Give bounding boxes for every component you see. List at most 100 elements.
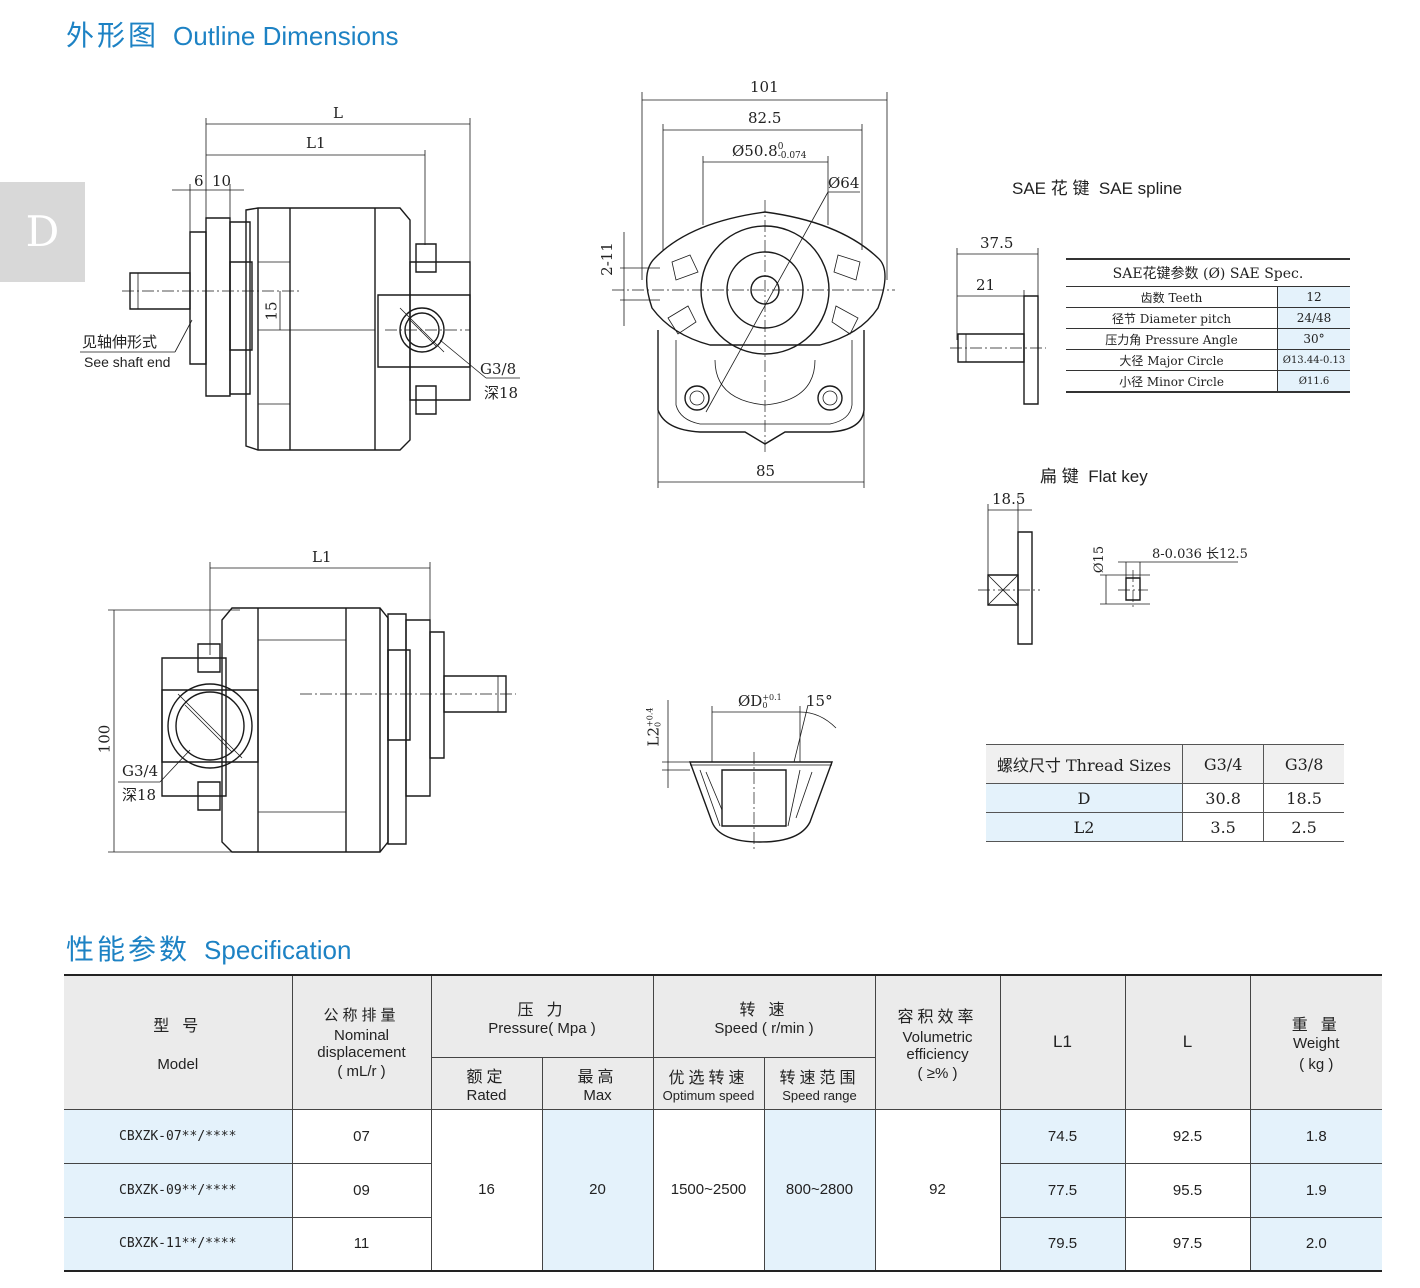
side-view-drawing — [80, 118, 520, 450]
col-weight: 重 量 Weight ( kg ) — [1249, 974, 1382, 1110]
col-opt-zh: 优选转速 — [668, 1067, 749, 1087]
dim-d64: Ø64 — [828, 174, 860, 192]
flat-key-drawing — [978, 504, 1238, 644]
cell-L: 95.5 — [1124, 1162, 1251, 1218]
shaft-end-en: See shaft end — [84, 354, 171, 370]
cell-range: 800~2800 — [763, 1108, 876, 1272]
outline-heading-en: Outline Dimensions — [173, 21, 399, 51]
col-disp-zh: 公称排量 — [323, 1006, 400, 1025]
sae-row-value: Ø13.44-0.13 — [1277, 349, 1350, 371]
col-weight-unit: ( kg ) — [1299, 1056, 1334, 1074]
port-label-g38: G3/8 — [480, 360, 517, 378]
flat-key-title-zh: 扁 键 — [1040, 467, 1079, 486]
dim-6: 6 — [194, 172, 204, 190]
technical-drawings — [0, 0, 1420, 900]
col-L: L — [1124, 974, 1251, 1110]
table-row: CBXZK-11**/**** 11 79.5 97.5 2.0 — [64, 1216, 1382, 1272]
thread-cell: 30.8 — [1181, 783, 1264, 813]
sae-row-label: 径节 Diameter pitch — [1066, 307, 1278, 329]
sae-title: SAE 花 键 SAE spline — [1012, 174, 1182, 199]
thread-cell: 3.5 — [1181, 812, 1264, 842]
col-rated-zh: 额定 — [466, 1066, 507, 1086]
col-pressure-en: Pressure( Mpa ) — [488, 1019, 596, 1037]
col-eff-zh: 容积效率 — [897, 1006, 978, 1026]
col-model: 型 号 Model — [64, 974, 293, 1110]
col-disp-unit: ( mL/r ) — [337, 1063, 386, 1081]
col-weight-zh: 重 量 — [1291, 1015, 1341, 1035]
dim-L1: L1 — [306, 134, 326, 152]
dim-L: L — [333, 104, 343, 122]
thread-row-label: L2 — [986, 812, 1183, 842]
dim-82-5: 82.5 — [748, 109, 782, 127]
shaft-end-zh: 见轴伸形式 — [82, 333, 158, 351]
port-depth-18: 深18 — [484, 384, 519, 402]
dim-d50-tol-top: 0 — [777, 142, 784, 152]
sae-spline-drawing — [950, 248, 1046, 404]
cell-L1: 74.5 — [999, 1108, 1126, 1164]
cell-disp: 11 — [291, 1216, 432, 1272]
dim-od-tol-top: +0.1 — [762, 693, 782, 702]
col-disp-en: Nominal displacement — [317, 1027, 406, 1062]
col-rated-en: Rated — [466, 1086, 507, 1104]
section-tab[interactable]: D — [0, 182, 85, 282]
sae-row-label: 小径 Minor Circle — [1066, 370, 1278, 393]
cell-weight: 2.0 — [1249, 1216, 1382, 1272]
thread-header-g38: G3/8 — [1263, 744, 1344, 784]
dim-od-tol-bot: 0 — [762, 701, 768, 710]
col-range-en: Speed range — [782, 1087, 857, 1103]
sae-row-value: 30° — [1277, 328, 1350, 350]
table-row: D 30.8 18.5 — [986, 783, 1344, 813]
thread-row-label: D — [986, 783, 1183, 813]
col-eff-en: Volumetric efficiency — [902, 1028, 973, 1063]
col-displacement: 公称排量 Nominal displacement ( mL/r ) — [291, 974, 432, 1110]
port-label-g34: G3/4 — [122, 762, 159, 780]
sae-table-header: SAE花键参数 (Ø) SAE Spec. — [1066, 258, 1350, 287]
dim-angle-15: 15° — [806, 692, 833, 710]
thread-cell: 18.5 — [1263, 783, 1344, 813]
dim-15: 15 — [262, 301, 281, 321]
col-speed-en: Speed ( r/min ) — [714, 1019, 814, 1037]
spec-heading-zh: 性能参数 — [66, 933, 191, 966]
sae-title-en: SAE spline — [1098, 179, 1183, 198]
dim-85: 85 — [756, 462, 776, 480]
col-model-en: Model — [157, 1055, 199, 1073]
dim-21: 21 — [976, 276, 996, 294]
cell-L: 97.5 — [1124, 1216, 1251, 1272]
col-eff-unit: ( ≥% ) — [917, 1064, 958, 1082]
cell-efficiency: 92 — [874, 1108, 1001, 1272]
dim-18-5: 18.5 — [992, 490, 1026, 508]
thread-cell: 2.5 — [1263, 812, 1344, 842]
dim-d50-tol-bot: -0.074 — [777, 151, 807, 161]
table-row: CBXZK-07**/**** 07 16 20 1500~2500 800~2… — [64, 1108, 1382, 1272]
thread-size-table: 螺纹尺寸 Thread Sizes G3/4 G3/8 D 30.8 18.5 … — [986, 744, 1344, 842]
cell-model: CBXZK-11**/**** — [64, 1216, 293, 1272]
cell-optimum: 1500~2500 — [652, 1108, 765, 1272]
table-header-row: 型 号 Model 公称排量 Nominal displacement ( mL… — [64, 974, 1382, 1110]
col-speed: 转 速 Speed ( r/min ) — [652, 974, 876, 1058]
flat-key-title: 扁 键 Flat key — [1040, 462, 1148, 487]
cell-weight: 1.8 — [1249, 1108, 1382, 1164]
col-model-zh: 型 号 — [153, 1015, 203, 1035]
dim-10: 10 — [212, 172, 232, 190]
cell-model: CBXZK-07**/**** — [64, 1108, 293, 1164]
dim-37-5: 37.5 — [980, 234, 1014, 252]
sae-row-label: 大径 Major Circle — [1066, 349, 1278, 371]
sae-row-value: 24/48 — [1277, 307, 1350, 329]
table-row: 螺纹尺寸 Thread Sizes G3/4 G3/8 — [986, 744, 1344, 784]
cell-weight: 1.9 — [1249, 1162, 1382, 1218]
col-max-zh: 最高 — [577, 1066, 618, 1086]
outline-heading-zh: 外形图 — [66, 19, 160, 52]
col-speed-zh: 转 速 — [739, 999, 789, 1019]
specification-table: 型 号 Model 公称排量 Nominal displacement ( mL… — [64, 974, 1382, 1272]
port-section-drawing — [662, 700, 836, 850]
dim-2-11: 2-11 — [597, 242, 616, 276]
